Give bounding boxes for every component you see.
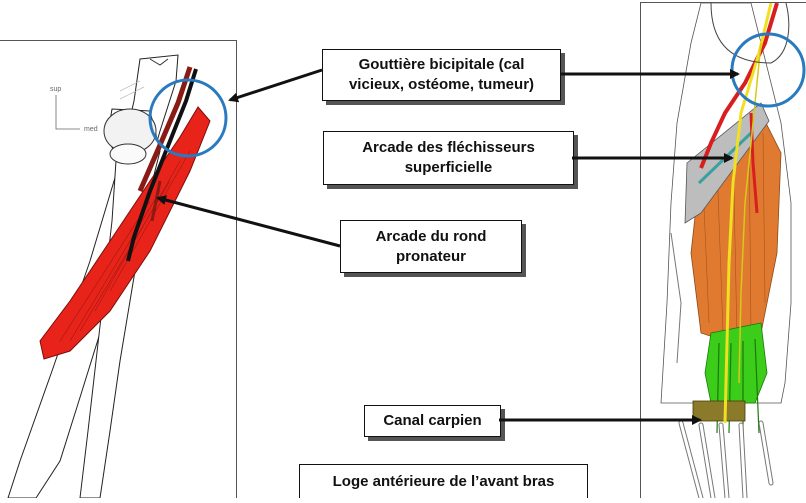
orientation-axes [55,95,80,130]
humerus-distal [710,2,790,64]
label-arcade-rond-pronateur: Arcade du rond pronateur [340,220,522,273]
left-forearm-illustration: sup med [0,40,237,499]
median-nerve [126,68,198,262]
tendon-strands [716,338,760,434]
metacarpals-inner [679,421,773,500]
left-forearm-drawing: sup med [7,54,211,499]
highlight-circle-right [730,32,806,108]
label-gouttiere-bicipitale: Gouttière bicipitale (cal vicieux, ostéo… [322,49,561,101]
bone-texture [119,80,145,100]
brachial-artery [137,66,193,192]
median-nerve-right [723,2,773,424]
flexor-retinaculum [692,400,746,422]
label-arcade-flechisseurs: Arcade des fléchisseurs superficielle [323,131,574,185]
right-forearm-drawing [660,2,792,501]
orientation-med-label: med [84,126,98,133]
bone-cut-edge [149,58,169,66]
right-forearm-illustration [640,2,806,501]
muscle-fibers [59,150,191,342]
radial-head [109,143,147,165]
orientation-sup-label: sup [50,86,61,93]
arrow-gouttiere-left [228,68,323,103]
nerve-branch [738,42,762,384]
highlight-circle-left [148,78,228,158]
label-loge-anterieure: Loge antérieure de l’avant bras [299,464,588,498]
artery-branch [150,180,162,222]
brachial-artery-right [699,2,779,169]
pronator-teres-muscle [39,106,211,360]
radius-outline [670,232,682,364]
arrow-arcade-rond [156,195,341,248]
flexor-tendons [704,322,768,404]
flexor-fibers [702,127,766,339]
